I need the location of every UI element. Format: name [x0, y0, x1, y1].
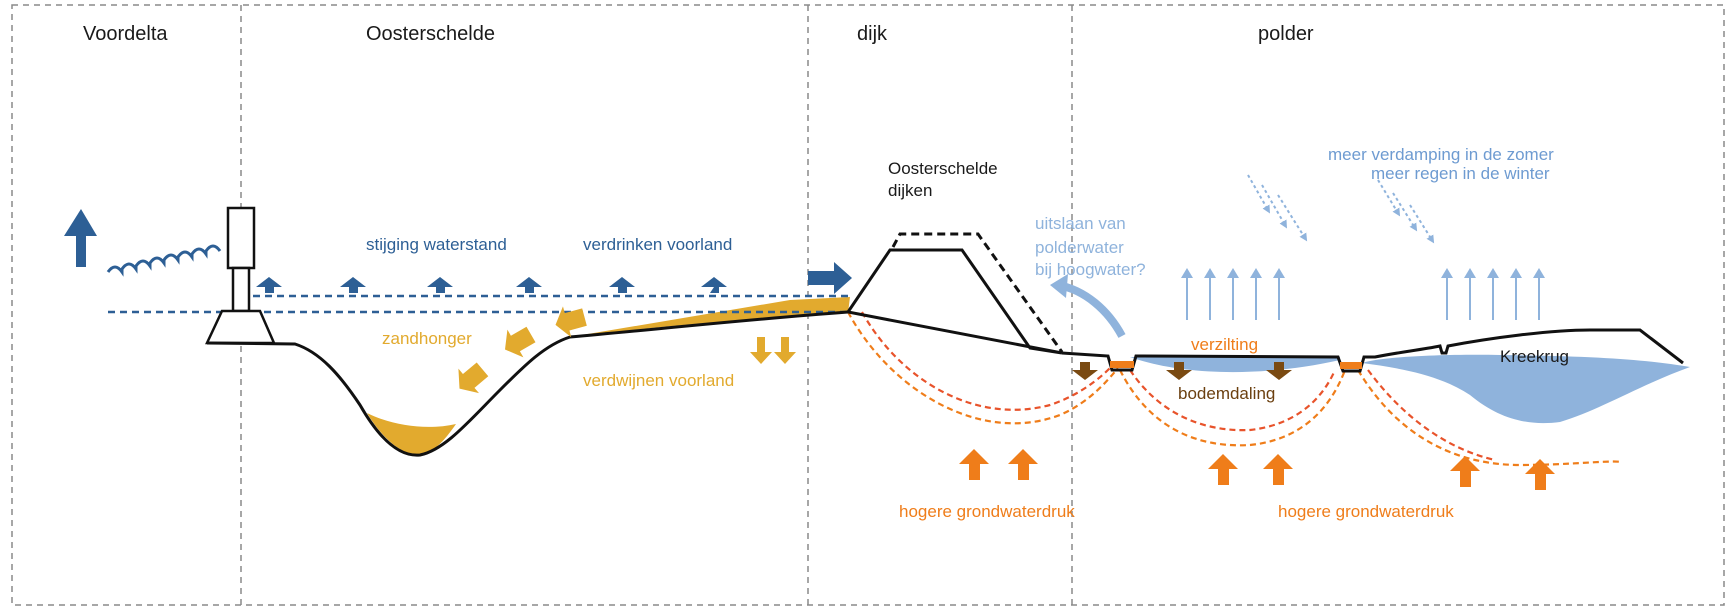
dike-future-outline	[891, 232, 1064, 353]
evaporation-arrowhead	[1273, 268, 1285, 278]
freshwater-lens-polder	[1130, 357, 1340, 373]
label-uitslaan-line1: uitslaan van	[1035, 214, 1126, 233]
sand-loss-arrow	[555, 306, 587, 338]
label-bodemdaling: bodemdaling	[1178, 384, 1275, 403]
sand-loss-arrow	[774, 337, 796, 364]
groundwater-pressure-arrow	[1208, 454, 1238, 485]
pump-out-arrowhead	[1050, 274, 1068, 298]
section-title-oosterschelde: Oosterschelde	[366, 23, 495, 45]
sea-level-rise-arrow	[64, 209, 97, 267]
seepage-curve-dike-outer	[847, 311, 1119, 425]
section-title-polder: polder	[1258, 23, 1314, 45]
label-verdwijnen-voorland: verdwijnen voorland	[583, 371, 734, 390]
evaporation-arrowhead	[1441, 268, 1453, 278]
evaporation-arrowhead	[1487, 268, 1499, 278]
subsidence-arrow	[1166, 362, 1192, 380]
label-grondwaterdruk-left: hogere grondwaterdruk	[899, 502, 1075, 521]
storm-surge-barrier	[205, 206, 276, 345]
evaporation-arrowhead	[1250, 268, 1262, 278]
rain-arrow	[1277, 194, 1308, 242]
water-rise-arrow	[256, 277, 282, 293]
evaporation-arrowhead	[1227, 268, 1239, 278]
evaporation-arrowhead	[1204, 268, 1216, 278]
water-rise-arrow	[609, 277, 635, 293]
water-rise-arrow	[701, 277, 727, 293]
diagram-frame	[11, 4, 1725, 606]
water-rise-arrow	[516, 277, 542, 293]
sand-foreland	[570, 297, 850, 337]
seepage-curve-polder-left-outer	[1119, 369, 1347, 447]
sand-loss-arrow	[458, 362, 489, 394]
rain-arrow	[1261, 184, 1287, 229]
sand-in-channel	[367, 413, 456, 455]
rain-arrow	[1247, 174, 1270, 214]
label-oosterschelde-dijken-line2: dijken	[888, 181, 932, 200]
water-rise-arrow	[340, 277, 366, 293]
label-climate-line1: meer verdamping in de zomer	[1328, 145, 1554, 164]
subsidence-arrow	[1072, 362, 1098, 380]
groundwater-pressure-arrow	[1525, 459, 1555, 490]
seepage-curve-polder-right-inner	[1367, 369, 1496, 462]
seepage-curve-dike-inner	[861, 311, 1111, 411]
rain-arrow	[1409, 204, 1435, 244]
evaporation-arrows	[1181, 268, 1545, 320]
sand-loss-arrow	[505, 326, 536, 358]
water-rise-arrows	[256, 262, 852, 294]
ditch-water-right	[1340, 362, 1362, 369]
label-uitslaan-line2: polderwater	[1035, 238, 1124, 257]
ditch-water-left	[1110, 361, 1134, 368]
groundwater-pressure-arrows	[959, 449, 1555, 490]
pump-out-arrow	[1057, 281, 1126, 338]
evaporation-arrowhead	[1464, 268, 1476, 278]
label-verdrinken-voorland: verdrinken voorland	[583, 235, 732, 254]
label-oosterschelde-dijken-line1: Oosterschelde	[888, 159, 998, 178]
ground-profile-estuary	[206, 310, 849, 457]
sand-loss-arrow	[750, 337, 772, 364]
evaporation-arrowhead	[1533, 268, 1545, 278]
water-rise-arrow	[427, 277, 453, 293]
label-verzilting: verzilting	[1191, 335, 1258, 354]
groundwater-pressure-arrow	[959, 449, 989, 480]
sand-loss-arrows	[458, 306, 796, 394]
groundwater-seepage-curves	[847, 311, 1623, 467]
rain-arrow	[1377, 179, 1401, 217]
section-title-voordelta: Voordelta	[83, 23, 168, 45]
label-climate-line2: meer regen in de winter	[1371, 164, 1550, 183]
seepage-curve-polder-right-outer	[1357, 369, 1623, 467]
freshwater-lens-kreekrug	[1362, 354, 1690, 424]
sea-waves	[106, 244, 222, 277]
oosterschelde-dike	[845, 248, 1063, 355]
groundwater-pressure-arrow	[1263, 454, 1293, 485]
label-uitslaan-line3: bij hoogwater?	[1035, 260, 1146, 279]
rain-arrows	[1247, 174, 1435, 244]
label-zandhonger: zandhonger	[382, 329, 472, 348]
label-grondwaterdruk-right: hogere grondwaterdruk	[1278, 502, 1454, 521]
section-title-dijk: dijk	[857, 23, 888, 45]
seepage-curve-polder-left-inner	[1129, 369, 1337, 432]
subsidence-arrow	[1266, 362, 1292, 380]
ground-profile-polder	[1061, 328, 1684, 373]
groundwater-pressure-arrow	[1008, 449, 1038, 480]
subsidence-arrows	[1072, 362, 1292, 380]
evaporation-arrowhead	[1510, 268, 1522, 278]
groundwater-pressure-arrow	[1450, 456, 1480, 487]
evaporation-arrowhead	[1181, 268, 1193, 278]
rain-arrow	[1392, 192, 1418, 232]
flow-to-dike-arrow	[808, 262, 852, 294]
label-kreekrug: Kreekrug	[1500, 347, 1569, 366]
label-stijging-waterstand: stijging waterstand	[366, 235, 507, 254]
